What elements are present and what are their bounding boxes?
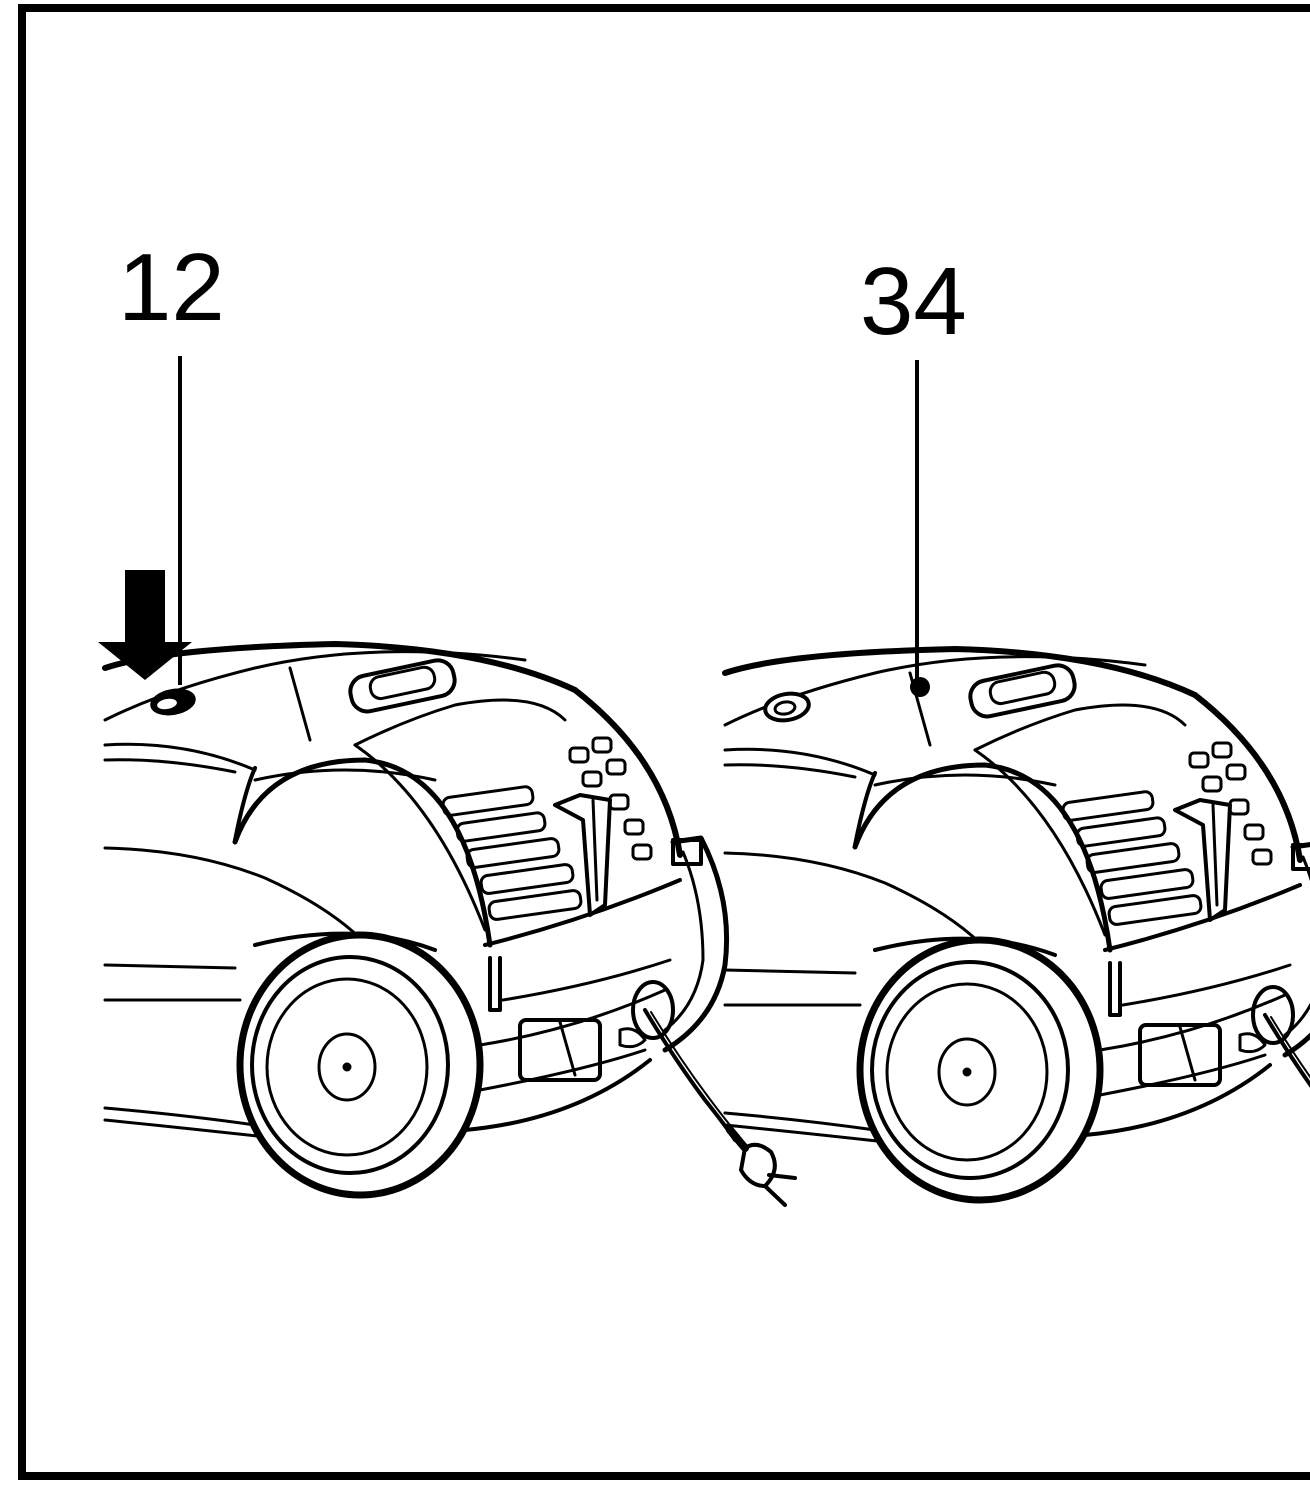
down-arrow-icon xyxy=(98,570,192,680)
callout-label-left: 12 xyxy=(118,234,225,341)
callout-label-right: 34 xyxy=(860,248,967,355)
right-panel xyxy=(725,649,1310,1210)
slider-knob xyxy=(910,677,930,697)
figure-border xyxy=(18,4,1310,1480)
left-panel xyxy=(105,644,795,1205)
